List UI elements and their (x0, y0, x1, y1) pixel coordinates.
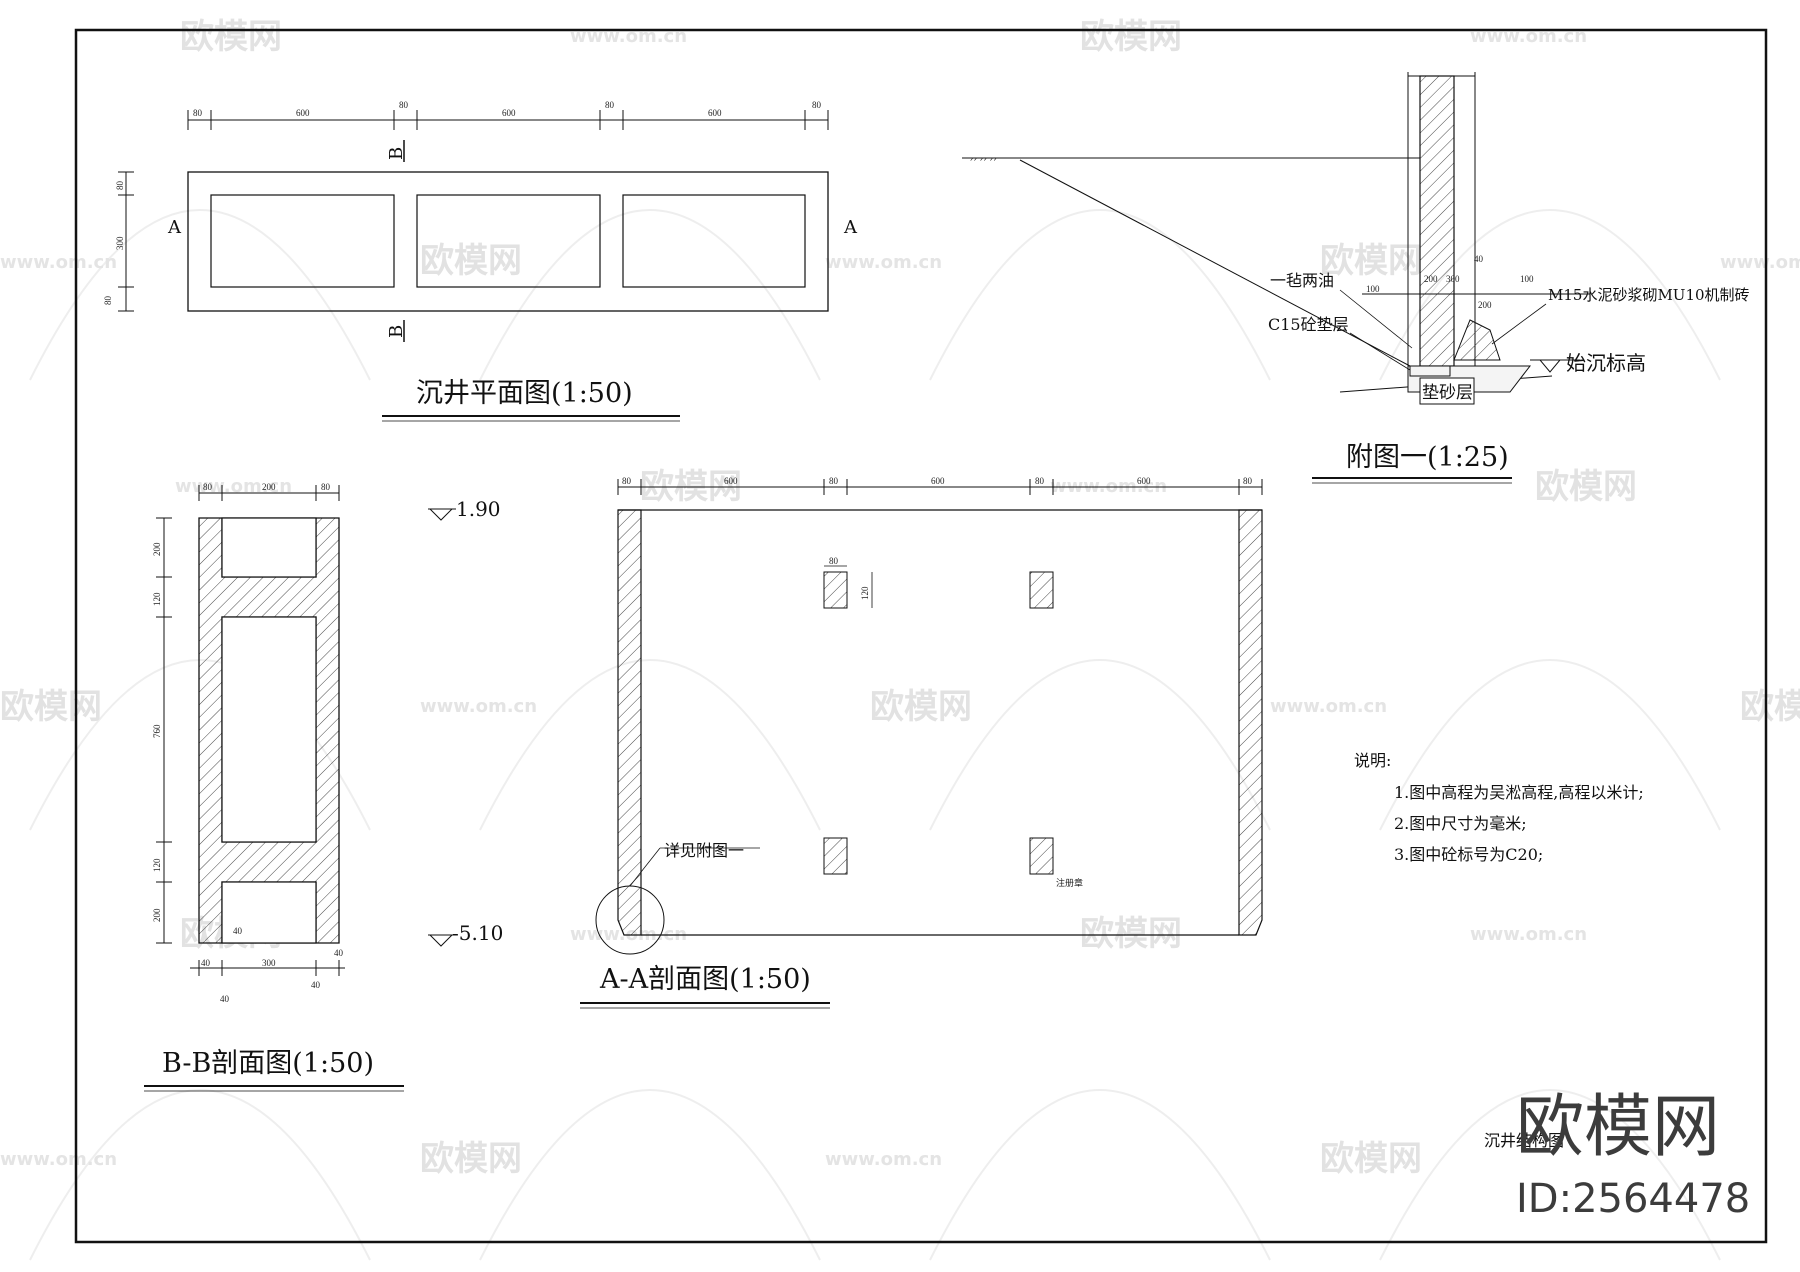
dim-label: 80 (812, 100, 822, 110)
dim-label: 80 (193, 108, 203, 118)
dim-label: 300 (262, 958, 276, 968)
watermark-url: www.om.cn (825, 252, 942, 273)
notes-item: 3.图中砼标号为C20; (1394, 845, 1543, 864)
dim-label: 80 (103, 296, 113, 306)
sand-label: 垫砂层 (1422, 383, 1473, 403)
watermark-brand: 欧模网 (420, 1139, 522, 1179)
cushion-label: C15砼垫层 (1268, 315, 1349, 334)
dim-label: 80 (622, 476, 632, 486)
watermark-url: www.om.cn (420, 696, 537, 717)
detail-callout: 详见附图一 (664, 841, 744, 860)
detail-one-title: 附图一(1:25) (1346, 442, 1509, 473)
dim-label: 120 (152, 858, 162, 872)
dim-label: 200 (152, 542, 162, 556)
watermark-url: www.om.cn (0, 1149, 117, 1170)
aa-section-title: A-A剖面图(1:50) (599, 964, 811, 995)
dim-label: 40 (1474, 254, 1484, 264)
dim-label: 40 (220, 994, 230, 1004)
brick-label: M15水泥砂浆砌MU10机制砖 (1548, 286, 1750, 304)
watermark-brand: 欧模网 (0, 687, 102, 727)
dim-label: 40 (334, 948, 344, 958)
dim-label: 100 (1520, 274, 1534, 284)
watermark-url: www.om.cn (825, 1149, 942, 1170)
detail-one: ᐟᐟ ᐟᐟ ᐟᐟ 40 100 200 300 200 100 一毡两油 C15… (962, 72, 1750, 484)
felt-label: 一毡两油 (1270, 271, 1334, 290)
dim-label: 600 (931, 476, 945, 486)
notes-item: 2.图中尺寸为毫米; (1394, 814, 1527, 833)
dim-label: 300 (115, 236, 125, 250)
dim-label: 600 (708, 108, 722, 118)
dim-label: 80 (605, 100, 615, 110)
section-mark-b: B (386, 325, 407, 338)
elevation-top: 1.90 (456, 497, 501, 521)
watermark-url: www.om.cn (1720, 252, 1800, 273)
plan-view-title: 沉井平面图(1:50) (416, 378, 633, 409)
dim-label: 80 (1243, 476, 1253, 486)
dim-label: 200 (262, 482, 276, 492)
section-mark-a: A (843, 217, 858, 238)
notes-item: 1.图中高程为吴淞高程,高程以米计; (1394, 783, 1644, 802)
dim-label: 600 (296, 108, 310, 118)
drawing-name: 沉井结构图 (1484, 1131, 1564, 1150)
watermark-url: www.om.cn (1270, 696, 1387, 717)
brand-logo-text: 欧模网 (1516, 1088, 1720, 1167)
watermark-url: www.om.cn (0, 252, 117, 273)
dim-label: 200 (152, 908, 162, 922)
watermark-url: www.om.cn (175, 476, 292, 497)
dim-label: 120 (860, 586, 870, 600)
dim-label: 300 (1446, 274, 1460, 284)
dim-label: 80 (829, 476, 839, 486)
dim-label: 600 (1137, 476, 1151, 486)
dim-label: 200 (1424, 274, 1438, 284)
plan-view: 80 600 80 600 80 600 80 80 300 80 A A B … (103, 100, 858, 422)
section-mark-b: B (386, 147, 407, 160)
sheet-border (74, 28, 1768, 1244)
elevation-markers: 1.90 -5.10 (428, 497, 503, 947)
svg-text:ᐟᐟ ᐟᐟ ᐟᐟ: ᐟᐟ ᐟᐟ ᐟᐟ (970, 156, 998, 166)
watermark-url: www.om.cn (1470, 924, 1587, 945)
bb-section: 80 200 80 200 120 760 120 200 40 300 40 … (144, 482, 404, 1092)
bb-section-title: B-B剖面图(1:50) (162, 1048, 374, 1079)
watermark-brand: 欧模网 (1080, 914, 1182, 954)
dim-label: 760 (152, 724, 162, 738)
section-mark-a: A (167, 217, 182, 238)
dim-label: 80 (203, 482, 213, 492)
dim-label: 600 (502, 108, 516, 118)
dim-label: 120 (152, 592, 162, 606)
dim-label: 80 (829, 556, 839, 566)
notes-heading: 说明: (1354, 751, 1391, 770)
elevation-bottom: -5.10 (452, 921, 503, 945)
dim-label: 80 (399, 100, 409, 110)
watermark-brand: 欧模网 (870, 687, 972, 727)
small-label: 注册章 (1056, 877, 1083, 888)
dim-label: 200 (1478, 300, 1492, 310)
dim-label: 40 (201, 958, 211, 968)
elevation-label: 始沉标高 (1566, 351, 1646, 375)
watermark-brand: 欧模网 (180, 17, 282, 57)
notes-block: 说明: 1.图中高程为吴淞高程,高程以米计; 2.图中尺寸为毫米; 3.图中砼标… (1354, 751, 1644, 864)
dim-label: 80 (321, 482, 331, 492)
watermark-layer: 欧模网 欧模网 欧模网 欧模网 欧模网 欧模网 欧模网 欧模网 欧模网 欧模网 … (0, 17, 1800, 1261)
dim-label: 600 (724, 476, 738, 486)
watermark-brand: 欧模网 (1320, 241, 1422, 281)
watermark-brand: 欧模网 (1080, 17, 1182, 57)
dim-label: 80 (1035, 476, 1045, 486)
aa-section: 80 600 80 600 80 600 80 80 120 详见附图一 注册章… (580, 476, 1263, 1009)
watermark-brand: 欧模网 (420, 241, 522, 281)
watermark-brand: 欧模网 (1740, 687, 1800, 727)
dim-label: 40 (311, 980, 321, 990)
dim-label: 80 (115, 181, 125, 191)
model-id: ID:2564478 (1516, 1176, 1750, 1222)
watermark-brand: 欧模网 (1535, 467, 1637, 507)
dim-label: 100 (1366, 284, 1380, 294)
watermark-brand: 欧模网 (1320, 1139, 1422, 1179)
dim-label: 40 (233, 926, 243, 936)
